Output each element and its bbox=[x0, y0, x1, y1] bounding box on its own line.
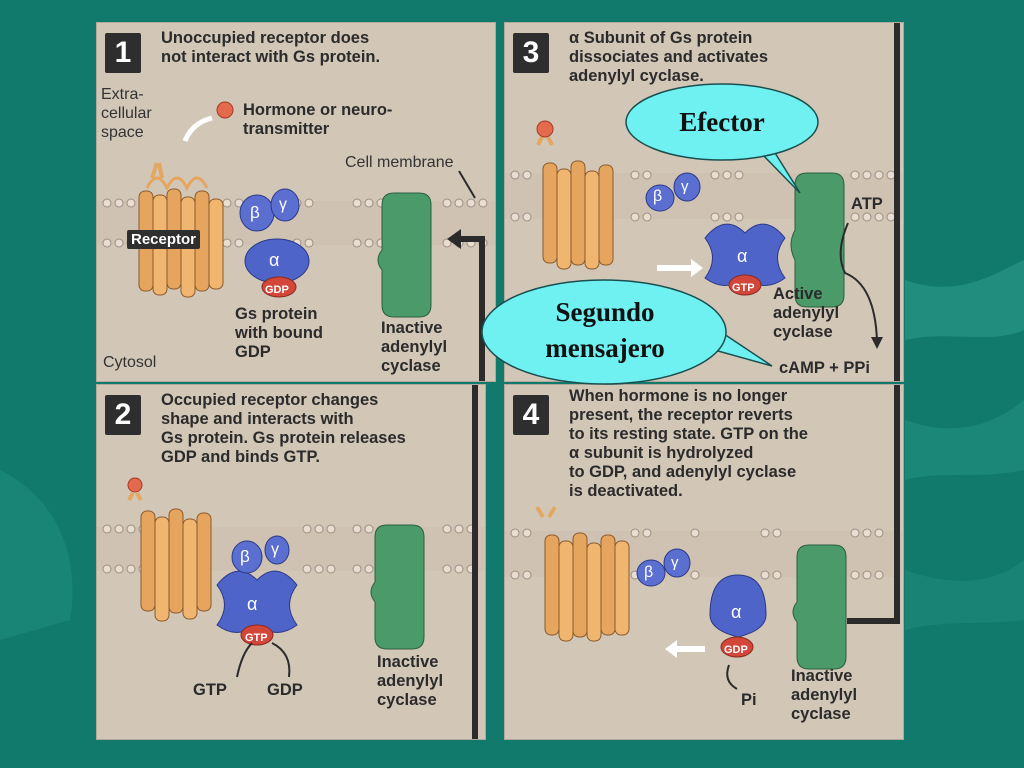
flow-arrow bbox=[459, 236, 485, 381]
step-number: 2 bbox=[105, 395, 141, 435]
flow-arrowhead bbox=[447, 229, 461, 249]
panel-2-illustration bbox=[97, 385, 485, 739]
receptor-protein bbox=[535, 505, 630, 642]
gamma-label: γ bbox=[271, 541, 279, 558]
flow-line bbox=[847, 385, 900, 624]
panel-3-illustration bbox=[505, 23, 903, 381]
panel-step-4: 4 When hormone is no longer present, the… bbox=[504, 384, 904, 740]
receptor-label: Receptor bbox=[127, 230, 201, 249]
alpha-label: α bbox=[737, 246, 748, 266]
step-title: Unoccupied receptor does not interact wi… bbox=[161, 29, 381, 66]
reaction-arrow bbox=[839, 222, 878, 342]
gdp-label: GDP bbox=[267, 681, 303, 699]
active-cyclase-label: Active adenylyl cyclase bbox=[773, 285, 840, 341]
panel-step-1: 1 Unoccupied receptor does not interact … bbox=[96, 22, 496, 382]
gtp-tag: GTP bbox=[732, 282, 755, 294]
beta-label: β bbox=[250, 203, 260, 222]
adenylyl-cyclase bbox=[377, 192, 432, 318]
g-protein bbox=[239, 188, 310, 298]
step-title: Occupied receptor changes shape and inte… bbox=[161, 391, 406, 466]
gamma-label: γ bbox=[279, 196, 287, 213]
hormone-molecule bbox=[216, 101, 234, 119]
gs-protein-label: Gs protein with bound GDP bbox=[235, 305, 323, 361]
move-arrowhead bbox=[665, 640, 677, 658]
receptor-protein bbox=[536, 120, 614, 270]
step-number: 1 bbox=[105, 33, 141, 73]
efector-callout: Efector bbox=[679, 107, 765, 137]
g-protein-beta-gamma bbox=[636, 548, 691, 587]
membrane-label: Cell membrane bbox=[345, 154, 454, 171]
step-title: When hormone is no longer present, the r… bbox=[569, 387, 808, 500]
gamma-label: γ bbox=[671, 554, 679, 571]
adenylyl-cyclase bbox=[370, 524, 425, 650]
g-protein-alpha bbox=[704, 223, 786, 296]
receptor-protein bbox=[127, 477, 212, 622]
cyclase-label: Inactive adenylyl cyclase bbox=[381, 319, 448, 375]
cyclase-label: Inactive adenylyl cyclase bbox=[791, 667, 858, 723]
hormone-arrow bbox=[182, 115, 213, 142]
extracellular-label: Extra- cellular space bbox=[101, 86, 152, 141]
segundo-mensajero-callout: Segundo mensajero bbox=[545, 297, 665, 363]
g-protein bbox=[216, 535, 298, 678]
beta-label: β bbox=[240, 547, 250, 566]
step-number: 4 bbox=[513, 395, 549, 435]
cyclase-label: Inactive adenylyl cyclase bbox=[377, 653, 444, 709]
membrane-pointer bbox=[458, 170, 476, 199]
beta-label: β bbox=[653, 188, 663, 205]
panel-4-illustration bbox=[505, 385, 903, 690]
alpha-label: α bbox=[247, 594, 258, 614]
beta-label: β bbox=[644, 564, 654, 581]
camp-label: cAMP + PPi bbox=[779, 359, 870, 377]
g-protein-beta-gamma bbox=[645, 172, 701, 212]
move-arrowhead bbox=[691, 259, 703, 277]
pi-label: Pi bbox=[741, 691, 757, 709]
gdp-tag: GDP bbox=[265, 284, 289, 296]
alpha-label: α bbox=[269, 250, 280, 270]
adenylyl-cyclase bbox=[790, 172, 845, 308]
adenylyl-cyclase bbox=[792, 544, 847, 670]
step-title: α Subunit of Gs protein dissociates and … bbox=[569, 29, 769, 85]
gamma-label: γ bbox=[681, 178, 689, 195]
g-protein-alpha bbox=[709, 574, 767, 690]
alpha-label: α bbox=[731, 602, 742, 622]
cytosol-label: Cytosol bbox=[103, 354, 157, 371]
hormone-label: Hormone or neuro- transmitter bbox=[243, 101, 393, 138]
gtp-tag: GTP bbox=[245, 632, 268, 644]
reaction-arrowhead bbox=[871, 337, 883, 349]
panel-step-2: 2 Occupied receptor changes shape and in… bbox=[96, 384, 486, 740]
step-number: 3 bbox=[513, 33, 549, 73]
gtp-label: GTP bbox=[193, 681, 227, 699]
atp-label: ATP bbox=[851, 195, 883, 213]
gdp-tag: GDP bbox=[724, 644, 748, 656]
